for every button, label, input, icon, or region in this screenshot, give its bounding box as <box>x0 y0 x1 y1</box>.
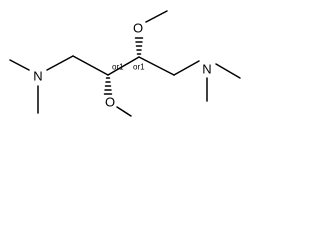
bond-c2-to-c3 <box>107 56 140 76</box>
bond-c3-to-ch2-right <box>138 56 175 76</box>
bond-ch2-right-to-n-right <box>173 60 200 76</box>
hashed-bond-c2-o-bottom <box>103 77 113 95</box>
atom-o-top: O <box>133 21 143 36</box>
bond-n-right-methyl-right <box>215 63 241 79</box>
atom-n-left: N <box>33 69 42 84</box>
chemical-structure: N O O N or1 or1 <box>9 10 241 117</box>
bond-n-left-methyl-up <box>9 59 30 71</box>
bond-ch2-left-to-c2 <box>72 55 109 76</box>
bond-o-top-to-methyl <box>145 10 168 23</box>
atom-o-bottom: O <box>105 95 115 110</box>
stereo-label-left: or1 <box>112 63 124 72</box>
atom-n-right: N <box>202 62 211 77</box>
stereo-label-right: or1 <box>133 63 145 72</box>
bond-n-left-to-ch2 <box>46 55 74 71</box>
bond-o-bottom-to-methyl <box>116 106 132 117</box>
hashed-bond-c3-o-top <box>134 37 144 55</box>
